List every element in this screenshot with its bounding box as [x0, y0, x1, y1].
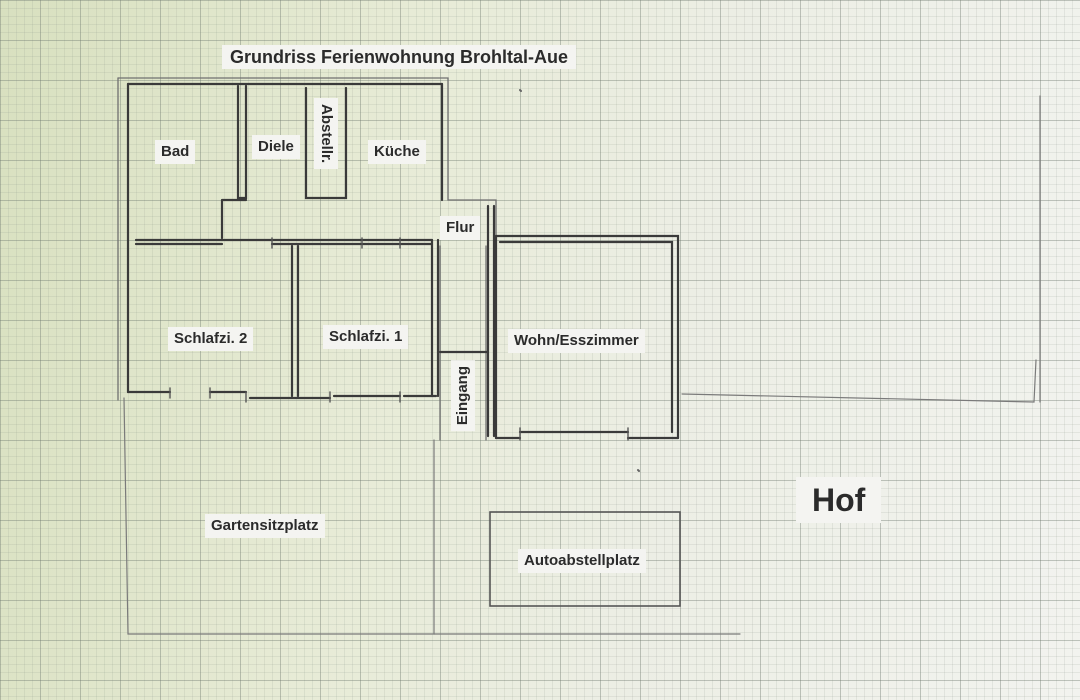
room-label-wohn-esszimmer: Wohn/Esszimmer — [508, 329, 645, 353]
room-label-schlafzimmer-1: Schlafzi. 1 — [323, 325, 409, 349]
area-label-gartensitzplatz: Gartensitzplatz — [205, 514, 325, 538]
room-label-flur: Flur — [440, 216, 481, 240]
plan-title: Grundriss Ferienwohnung Brohltal-Aue — [222, 45, 577, 69]
room-label-schlafzimmer-2: Schlafzi. 2 — [168, 327, 254, 351]
area-label-autoabstellplatz: Autoabstellplatz — [518, 549, 646, 573]
interior-walls — [126, 82, 680, 440]
door-marks — [169, 237, 629, 441]
outer-outline — [117, 77, 497, 441]
parking-outline — [489, 511, 681, 607]
outdoor-outlines — [123, 95, 1041, 635]
room-label-diele: Diele — [252, 135, 300, 159]
room-label-abstellr: Abstellr. — [314, 98, 338, 170]
pencil-marks — [519, 89, 640, 472]
room-label-bad: Bad — [155, 140, 196, 164]
area-label-hof: Hof — [796, 477, 882, 523]
room-label-eingang: Eingang — [451, 360, 475, 432]
room-label-kueche: Küche — [368, 140, 426, 164]
